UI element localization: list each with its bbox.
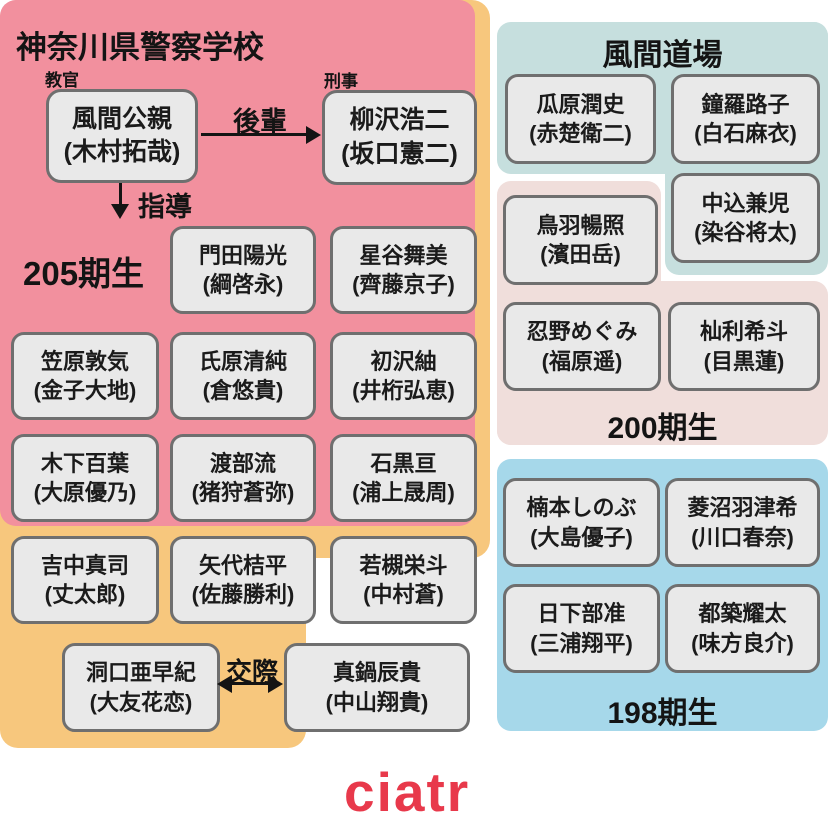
member-card: 瓜原潤史 (赤楚衛二) xyxy=(505,74,656,164)
character-name: 菱沼羽津希 xyxy=(687,495,798,521)
actor-name: (大島優子) xyxy=(530,524,633,550)
actor-name: (金子大地) xyxy=(33,378,137,403)
junior-arrowhead-icon xyxy=(306,126,321,144)
school-title: 神奈川県警察学校 xyxy=(16,30,264,65)
member-card: 星谷舞美 (齊藤京子) xyxy=(330,226,477,314)
actor-name: (齊藤京子) xyxy=(352,272,455,297)
character-name: 渡部流 xyxy=(209,450,276,476)
member-card: 石黒亘 (浦上晟周) xyxy=(330,434,477,522)
member-card: 忍野めぐみ (福原遥) xyxy=(503,302,661,391)
instructor-role-label: 教官 xyxy=(45,71,79,90)
guidance-arrowhead-icon xyxy=(111,204,129,219)
class198-label: 198期生 xyxy=(607,697,718,730)
character-name: 都築耀太 xyxy=(698,601,787,627)
character-name: 真鍋辰貴 xyxy=(332,660,421,686)
actor-name: (味方良介) xyxy=(691,630,794,656)
member-card: 初沢紬 (井桁弘恵) xyxy=(330,332,477,420)
actor-name: (井桁弘恵) xyxy=(352,378,455,403)
member-card: 矢代桔平 (佐藤勝利) xyxy=(170,536,316,624)
class205-label: 205期生 xyxy=(23,255,145,292)
character-name: 楠本しのぶ xyxy=(526,495,637,521)
class200-label: 200期生 xyxy=(607,412,718,445)
character-name: 鳥羽暢照 xyxy=(536,212,625,238)
dojo-title: 風間道場 xyxy=(602,39,723,72)
character-name: 瓜原潤史 xyxy=(536,91,625,117)
character-name: 洞口亜早紀 xyxy=(85,660,196,686)
character-name: 杣利希斗 xyxy=(699,319,788,345)
guidance-arrow xyxy=(119,183,122,206)
member-card: 渡部流 (猪狩蒼弥) xyxy=(170,434,316,522)
ciatr-logo: ciatr xyxy=(344,761,471,823)
member-card: 吉中真司 (丈太郎) xyxy=(11,536,159,624)
actor-name: (坂口憲二) xyxy=(341,139,458,168)
instructor-card: 風間公親 (木村拓哉) xyxy=(46,89,198,183)
dating-arrowhead-right-icon xyxy=(268,674,283,693)
actor-name: (三浦翔平) xyxy=(530,630,633,656)
character-name: 門田陽光 xyxy=(198,242,287,268)
actor-name: (濱田岳) xyxy=(540,242,621,267)
member-card: 真鍋辰貴 (中山翔貴) xyxy=(284,643,470,732)
actor-name: (佐藤勝利) xyxy=(191,582,295,607)
character-name: 鐘羅路子 xyxy=(701,91,790,117)
actor-name: (倉悠貴) xyxy=(202,378,284,403)
member-card: 鳥羽暢照 (濱田岳) xyxy=(503,195,658,285)
member-card: 若槻栄斗 (中村蒼) xyxy=(330,536,477,624)
character-name: 風間公親 xyxy=(71,104,172,133)
character-name: 氏原清純 xyxy=(198,348,287,374)
character-name: 日下部准 xyxy=(537,601,626,627)
actor-name: (浦上晟周) xyxy=(352,480,455,505)
character-name: 矢代桔平 xyxy=(198,552,287,578)
character-name: 忍野めぐみ xyxy=(526,319,638,345)
actor-name: (大友花恋) xyxy=(89,689,193,715)
actor-name: (染谷将太) xyxy=(694,220,797,245)
actor-name: (丈太郎) xyxy=(44,582,126,607)
member-card: 都築耀太 (味方良介) xyxy=(665,584,820,673)
actor-name: (猪狩蒼弥) xyxy=(191,480,295,505)
actor-name: (大原優乃) xyxy=(33,480,137,505)
actor-name: (木村拓哉) xyxy=(63,138,181,166)
member-card: 木下百葉 (大原優乃) xyxy=(11,434,159,522)
member-card: 菱沼羽津希 (川口春奈) xyxy=(665,478,820,567)
member-card: 杣利希斗 (目黒蓮) xyxy=(668,302,820,391)
character-name: 笠原敦気 xyxy=(40,348,129,374)
actor-name: (白石麻衣) xyxy=(694,121,797,146)
member-card: 門田陽光 (綱啓永) xyxy=(170,226,316,314)
actor-name: (目黒蓮) xyxy=(703,348,785,374)
actor-name: (福原遥) xyxy=(541,348,623,374)
dating-arrow xyxy=(229,682,273,685)
member-card: 笠原敦気 (金子大地) xyxy=(11,332,159,420)
junior-relation-label: 後輩 xyxy=(233,107,287,137)
character-name: 木下百葉 xyxy=(40,450,129,476)
actor-name: (中村蒼) xyxy=(363,582,444,607)
guidance-relation-label: 指導 xyxy=(138,192,192,222)
member-card: 中込兼児 (染谷将太) xyxy=(671,173,820,263)
actor-name: (中山翔貴) xyxy=(325,689,429,715)
character-name: 柳沢浩二 xyxy=(349,106,450,134)
actor-name: (赤楚衛二) xyxy=(529,121,632,146)
dating-arrowhead-left-icon xyxy=(217,674,232,693)
actor-name: (綱啓永) xyxy=(202,272,284,297)
member-card: 洞口亜早紀 (大友花恋) xyxy=(62,643,220,732)
actor-name: (川口春奈) xyxy=(691,524,794,550)
detective-card: 柳沢浩二 (坂口憲二) xyxy=(322,90,477,185)
member-card: 氏原清純 (倉悠貴) xyxy=(170,332,316,420)
detective-role-label: 刑事 xyxy=(324,72,358,91)
character-name: 若槻栄斗 xyxy=(359,552,448,578)
member-card: 鐘羅路子 (白石麻衣) xyxy=(671,74,820,164)
character-name: 吉中真司 xyxy=(40,552,129,578)
character-name: 初沢紬 xyxy=(370,348,437,374)
character-name: 石黒亘 xyxy=(370,450,437,476)
junior-arrow xyxy=(201,133,308,136)
character-name: 中込兼児 xyxy=(701,190,790,216)
character-name: 星谷舞美 xyxy=(359,242,448,268)
member-card: 楠本しのぶ (大島優子) xyxy=(503,478,660,567)
member-card: 日下部准 (三浦翔平) xyxy=(503,584,660,673)
